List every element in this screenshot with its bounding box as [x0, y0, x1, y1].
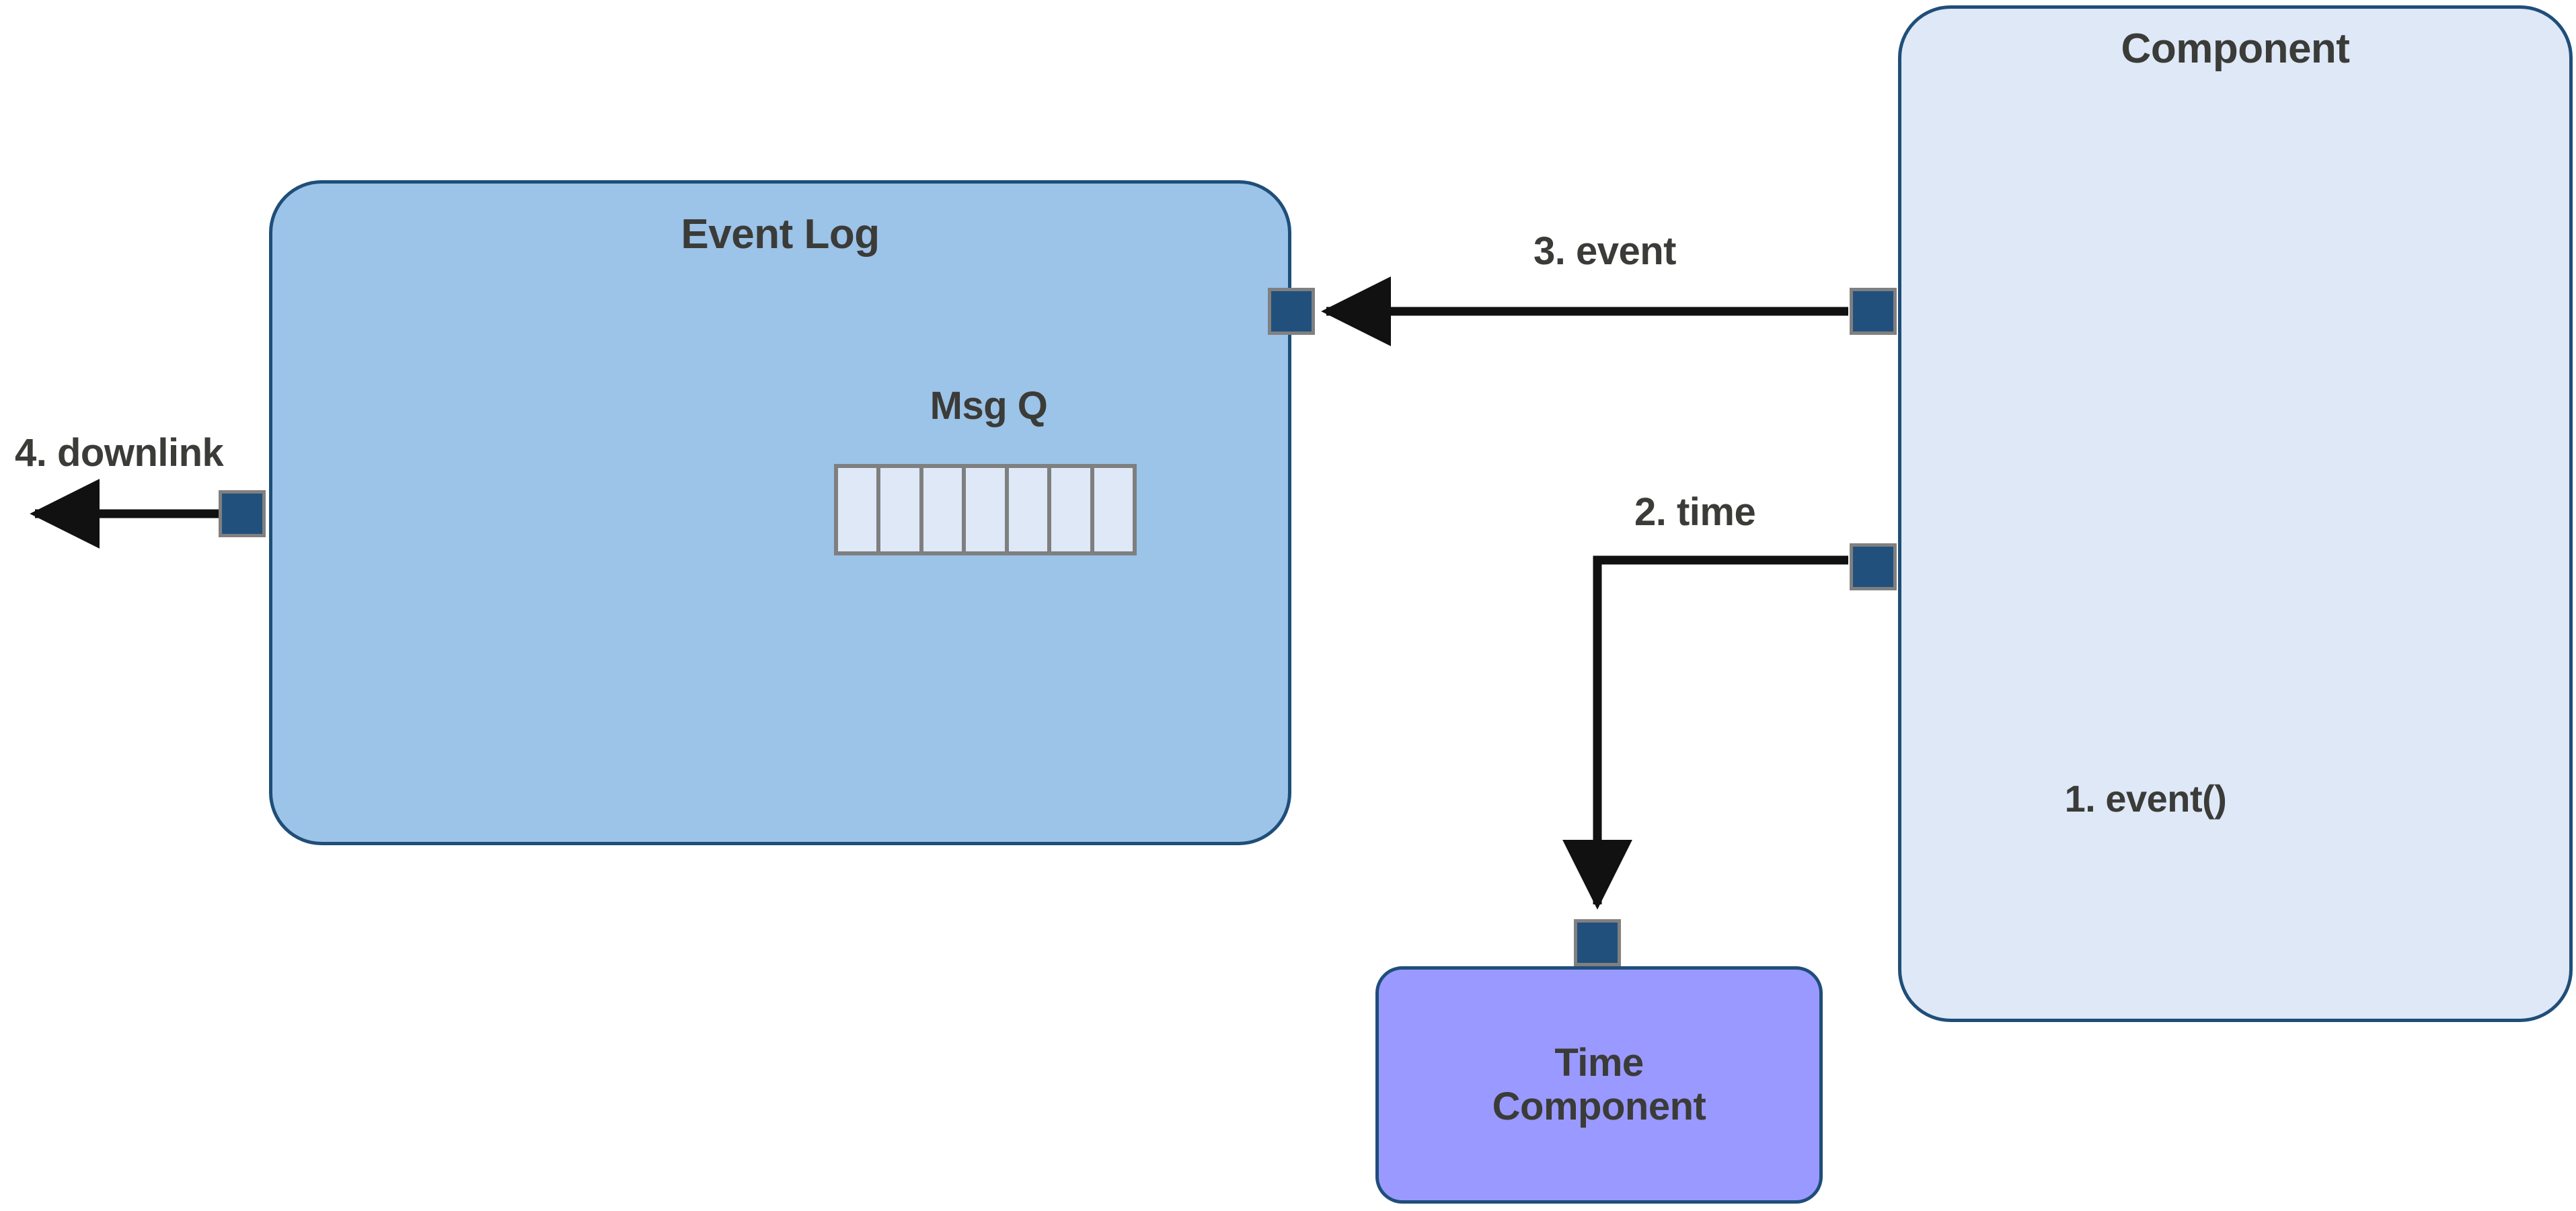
port-event-log-event-in[interactable]: [1268, 288, 1315, 335]
msg-queue[interactable]: [834, 464, 1137, 555]
port-time-component-in[interactable]: [1574, 919, 1621, 966]
msg-queue-cell[interactable]: [838, 468, 881, 551]
msg-queue-cell[interactable]: [923, 468, 967, 551]
component-box[interactable]: Component: [1898, 5, 2573, 1022]
msg-queue-cell[interactable]: [1008, 468, 1052, 551]
component-title: Component: [2121, 26, 2350, 72]
time-component-title: Time Component: [1379, 970, 1819, 1200]
connector-label-4-downlink: 4. downlink: [15, 431, 224, 475]
connector-label-2-time: 2. time: [1634, 490, 1756, 534]
msg-queue-cell[interactable]: [1051, 468, 1094, 551]
event-log-title: Event Log: [681, 211, 880, 258]
connector-2-time: [1562, 555, 1848, 910]
time-component-title-line1: Time: [1554, 1040, 1644, 1085]
port-component-time-out[interactable]: [1850, 543, 1897, 590]
component-event-call-label: 1. event(): [2064, 777, 2227, 820]
time-component-title-line2: Component: [1492, 1084, 1706, 1128]
port-event-log-downlink[interactable]: [219, 490, 266, 537]
msg-queue-label: Msg Q: [930, 384, 1048, 428]
time-component-box[interactable]: Time Component: [1375, 966, 1823, 1204]
msg-queue-cell[interactable]: [1094, 468, 1133, 551]
connector-label-3-event: 3. event: [1533, 229, 1677, 273]
port-component-event-out[interactable]: [1850, 288, 1897, 335]
msg-queue-cell[interactable]: [880, 468, 923, 551]
event-log-box[interactable]: Event Log: [269, 180, 1291, 845]
msg-queue-cell[interactable]: [966, 468, 1009, 551]
